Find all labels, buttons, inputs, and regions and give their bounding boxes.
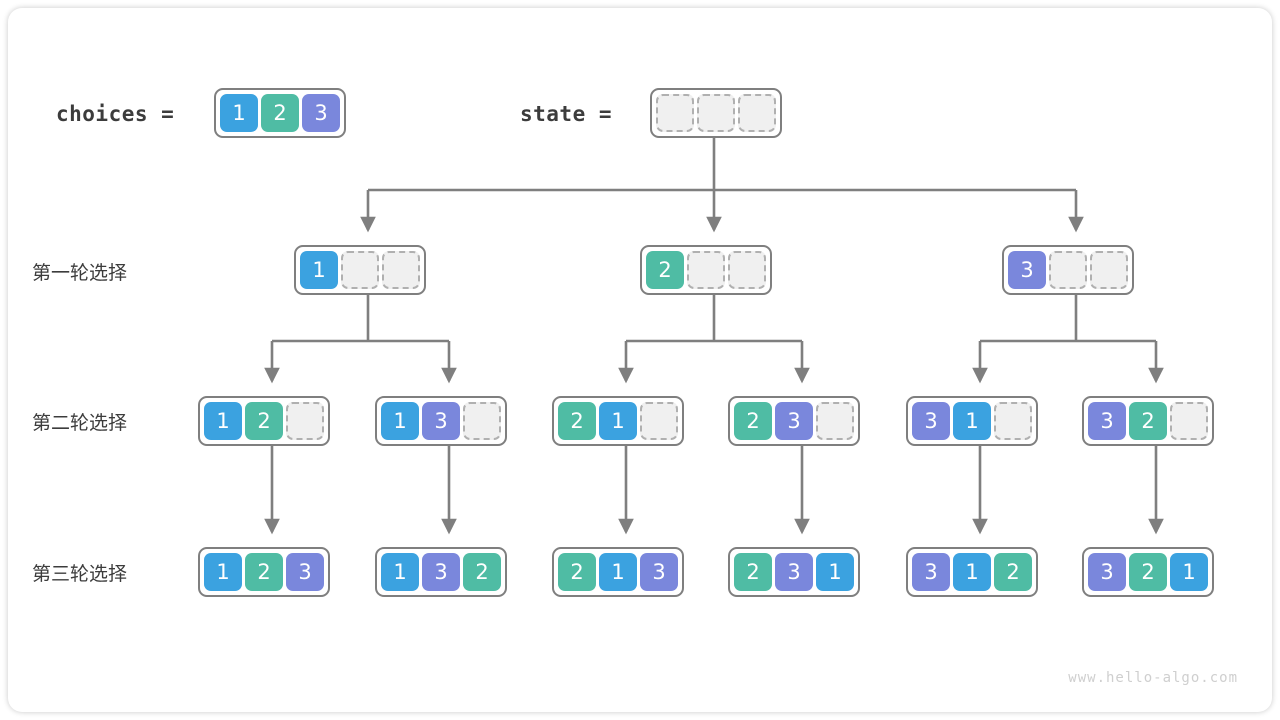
diagram-card: choices = 1 2 3 state = 第一轮选择 第二轮选择 第三轮选… <box>8 8 1272 712</box>
node-l2-0: 1 2 <box>198 396 330 446</box>
node-l1-1-cell-0: 2 <box>646 251 684 289</box>
node-l2-5-cell-2 <box>1170 402 1208 440</box>
choices-cell-1: 2 <box>261 94 299 132</box>
node-l2-5: 3 2 <box>1082 396 1214 446</box>
node-l1-2-cell-2 <box>1090 251 1128 289</box>
node-l3-5-cell-1: 2 <box>1129 553 1167 591</box>
node-l1-2: 3 <box>1002 245 1134 295</box>
diagram-stage: choices = 1 2 3 state = 第一轮选择 第二轮选择 第三轮选… <box>8 8 1272 712</box>
node-l1-1-cell-1 <box>687 251 725 289</box>
state-cell-0 <box>656 94 694 132</box>
node-l2-4-cell-0: 3 <box>912 402 950 440</box>
node-l2-2-cell-1: 1 <box>599 402 637 440</box>
node-l3-3-cell-0: 2 <box>734 553 772 591</box>
node-l2-2-cell-2 <box>640 402 678 440</box>
node-l2-2: 2 1 <box>552 396 684 446</box>
state-cell-1 <box>697 94 735 132</box>
node-l3-3-cell-2: 1 <box>816 553 854 591</box>
node-l2-1-cell-0: 1 <box>381 402 419 440</box>
node-l3-4: 3 1 2 <box>906 547 1038 597</box>
choices-cell-2: 3 <box>302 94 340 132</box>
node-l2-0-cell-0: 1 <box>204 402 242 440</box>
node-l1-2-cell-0: 3 <box>1008 251 1046 289</box>
node-l2-1-cell-2 <box>463 402 501 440</box>
state-array-root <box>650 88 782 138</box>
node-l1-0-cell-0: 1 <box>300 251 338 289</box>
node-l3-5-cell-2: 1 <box>1170 553 1208 591</box>
node-l3-0-cell-1: 2 <box>245 553 283 591</box>
node-l3-2-cell-2: 3 <box>640 553 678 591</box>
row-label-round-1: 第一轮选择 <box>32 262 128 284</box>
choices-cell-0: 1 <box>220 94 258 132</box>
node-l3-1-cell-0: 1 <box>381 553 419 591</box>
node-l1-0: 1 <box>294 245 426 295</box>
row-label-round-2: 第二轮选择 <box>32 412 128 434</box>
node-l2-3: 2 3 <box>728 396 860 446</box>
node-l3-4-cell-2: 2 <box>994 553 1032 591</box>
node-l2-3-cell-1: 3 <box>775 402 813 440</box>
node-l2-1-cell-1: 3 <box>422 402 460 440</box>
node-l3-4-cell-0: 3 <box>912 553 950 591</box>
node-l2-4: 3 1 <box>906 396 1038 446</box>
node-l2-0-cell-1: 2 <box>245 402 283 440</box>
node-l2-5-cell-1: 2 <box>1129 402 1167 440</box>
node-l2-5-cell-0: 3 <box>1088 402 1126 440</box>
node-l3-4-cell-1: 1 <box>953 553 991 591</box>
node-l1-0-cell-1 <box>341 251 379 289</box>
node-l2-2-cell-0: 2 <box>558 402 596 440</box>
node-l2-4-cell-2 <box>994 402 1032 440</box>
node-l3-0-cell-2: 3 <box>286 553 324 591</box>
node-l3-5-cell-0: 3 <box>1088 553 1126 591</box>
node-l3-2: 2 1 3 <box>552 547 684 597</box>
node-l2-3-cell-0: 2 <box>734 402 772 440</box>
choices-array: 1 2 3 <box>214 88 346 138</box>
node-l2-0-cell-2 <box>286 402 324 440</box>
node-l3-2-cell-0: 2 <box>558 553 596 591</box>
node-l2-4-cell-1: 1 <box>953 402 991 440</box>
node-l3-0: 1 2 3 <box>198 547 330 597</box>
node-l3-2-cell-1: 1 <box>599 553 637 591</box>
state-cell-2 <box>738 94 776 132</box>
connector-lines <box>264 132 1164 535</box>
node-l1-1: 2 <box>640 245 772 295</box>
node-l3-3-cell-1: 3 <box>775 553 813 591</box>
node-l2-3-cell-2 <box>816 402 854 440</box>
node-l3-1-cell-1: 3 <box>422 553 460 591</box>
node-l1-0-cell-2 <box>382 251 420 289</box>
node-l1-1-cell-2 <box>728 251 766 289</box>
node-l3-1-cell-2: 2 <box>463 553 501 591</box>
node-l3-1: 1 3 2 <box>375 547 507 597</box>
node-l3-5: 3 2 1 <box>1082 547 1214 597</box>
node-l2-1: 1 3 <box>375 396 507 446</box>
choices-label: choices = <box>56 102 175 126</box>
node-l3-0-cell-0: 1 <box>204 553 242 591</box>
state-label: state = <box>520 102 613 126</box>
watermark: www.hello-algo.com <box>1068 670 1238 686</box>
node-l3-3: 2 3 1 <box>728 547 860 597</box>
row-label-round-3: 第三轮选择 <box>32 563 128 585</box>
node-l1-2-cell-1 <box>1049 251 1087 289</box>
